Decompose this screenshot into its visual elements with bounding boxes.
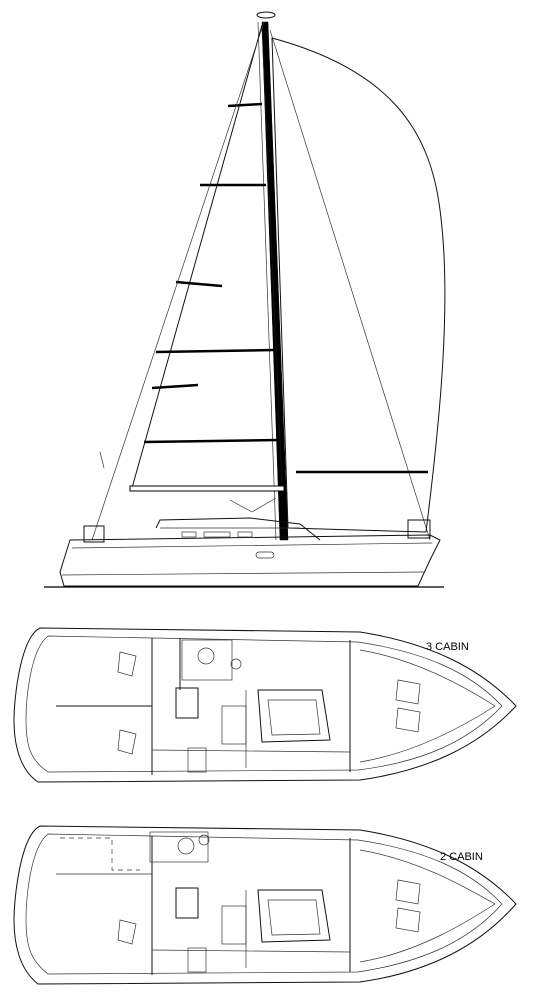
- hull-outline-3-cabin: [13, 627, 517, 783]
- masthead: [256, 11, 276, 19]
- layout-2-cabin: 2 CABIN: [13, 825, 517, 985]
- layout-3-cabin: 3 CABIN: [13, 627, 517, 783]
- backstay: [91, 21, 265, 541]
- layout-label-2-cabin: 2 CABIN: [440, 851, 483, 863]
- hull-outline-2-cabin: [13, 825, 517, 985]
- mast: [261, 21, 289, 541]
- mainsail-battens: [143, 102, 279, 444]
- hull-profile: [44, 517, 444, 588]
- boom: [129, 485, 285, 492]
- layout-label-3-cabin: 3 CABIN: [426, 641, 469, 653]
- mainsail: [131, 24, 283, 489]
- genoa: [271, 37, 446, 533]
- sail-plan: [91, 11, 446, 541]
- forestay: [269, 29, 431, 541]
